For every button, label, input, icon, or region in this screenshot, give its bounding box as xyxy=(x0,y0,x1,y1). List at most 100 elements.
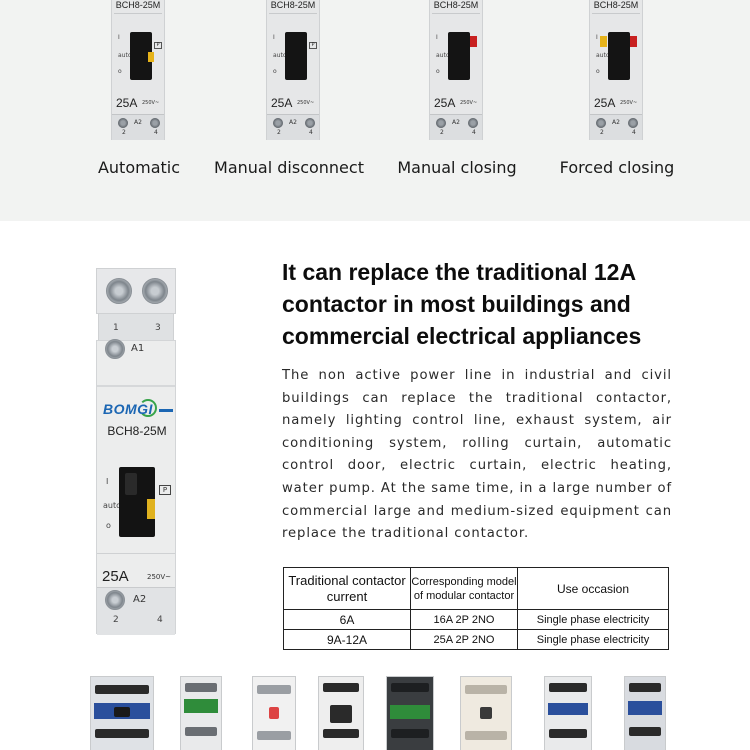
terminal-a2: A2 xyxy=(612,119,620,126)
terminal-2: 2 xyxy=(277,129,281,136)
mark-i: I xyxy=(596,34,598,41)
selector-knob-red xyxy=(470,36,477,47)
table-header-cell: Corresponding model of modular contactor xyxy=(410,567,518,610)
brand-name: BOMGI xyxy=(103,401,153,417)
device-voltage: 250V~ xyxy=(297,100,315,106)
mode-device-automatic: BCH8-25M I auto o P 25A 250V~ A2 2 4 xyxy=(111,0,165,140)
terminal-2-label: 2 xyxy=(113,615,119,625)
mark-o: o xyxy=(596,68,600,75)
replacement-table: Traditional contactor current Correspond… xyxy=(283,567,669,650)
contactor-thumbnail xyxy=(460,676,512,750)
mark-i: I xyxy=(118,34,120,41)
terminal-4: 4 xyxy=(632,129,636,136)
screw-icon xyxy=(150,118,160,128)
section-headline: It can replace the traditional 12A conta… xyxy=(282,259,642,349)
terminal-2: 2 xyxy=(600,129,604,136)
product-neck xyxy=(98,314,174,340)
mark-i: I xyxy=(273,34,275,41)
mode-caption-automatic: Automatic xyxy=(97,158,181,177)
terminal-4: 4 xyxy=(154,129,158,136)
selector-handle xyxy=(608,32,630,80)
contactor-thumbnail xyxy=(90,676,154,750)
device-voltage: 250V~ xyxy=(460,100,478,106)
mode-caption-manual-disconnect: Manual disconnect xyxy=(214,158,364,177)
screw-icon xyxy=(142,278,168,304)
table-cell: 9A-12A xyxy=(283,629,411,650)
screw-icon xyxy=(436,118,446,128)
mode-caption-manual-closing: Manual closing xyxy=(397,158,517,177)
mark-o: o xyxy=(106,521,111,530)
device-model-label: BCH8-25M xyxy=(593,0,639,10)
screw-icon xyxy=(468,118,478,128)
product-body: 1 3 A1 BOMGI BCH8-25M I auto o P 25A 250… xyxy=(96,323,176,635)
table-row: 9A-12A 25A 2P 2NO Single phase electrici… xyxy=(283,629,669,650)
product-model: BCH8-25M xyxy=(107,424,167,438)
screw-icon xyxy=(305,118,315,128)
terminal-4: 4 xyxy=(472,129,476,136)
mark-auto: auto xyxy=(118,52,132,59)
terminal-a2: A2 xyxy=(134,119,142,126)
terminal-a2: A2 xyxy=(452,119,460,126)
screw-icon xyxy=(105,590,125,610)
device-model-label: BCH8-25M xyxy=(115,0,161,10)
mode-strip: BCH8-25M I auto o P 25A 250V~ A2 2 4 Aut… xyxy=(0,0,750,221)
section-body: The non active power line in industrial … xyxy=(282,368,672,542)
table-cell: 16A 2P 2NO xyxy=(410,609,518,630)
terminal-a2: A2 xyxy=(289,119,297,126)
device-voltage: 250V~ xyxy=(142,100,160,106)
device-rating: 25A xyxy=(116,96,138,110)
brand-logo: BOMGI xyxy=(103,399,173,419)
logo-ring-icon xyxy=(139,399,157,417)
p-indicator: P xyxy=(154,42,162,49)
terminal-3-label: 3 xyxy=(155,323,161,333)
product-rating: 25A xyxy=(102,568,129,585)
logo-bar xyxy=(159,409,173,412)
mark-i: I xyxy=(106,477,109,486)
terminal-2: 2 xyxy=(122,129,126,136)
mark-auto: auto xyxy=(103,501,122,510)
contactor-thumbnail xyxy=(544,676,592,750)
p-indicator: P xyxy=(309,42,317,49)
contactor-thumbnail xyxy=(252,676,296,750)
product-image: 1 3 A1 BOMGI BCH8-25M I auto o P 25A 250… xyxy=(96,268,176,635)
selector-handle xyxy=(448,32,470,80)
device-model-label: BCH8-25M xyxy=(433,0,479,10)
mark-o: o xyxy=(118,68,122,75)
selector-knob xyxy=(148,52,154,62)
contactor-thumbnail xyxy=(180,676,222,750)
device-voltage: 250V~ xyxy=(620,100,638,106)
table-cell: Single phase electricity xyxy=(517,609,669,630)
mode-device-forced-closing: BCH8-25M I auto o 25A 250V~ A2 2 4 xyxy=(589,0,643,140)
mark-o: o xyxy=(273,68,277,75)
table-header-row: Traditional contactor current Correspond… xyxy=(283,567,669,610)
selector-handle xyxy=(285,32,307,80)
table-header-cell: Use occasion xyxy=(517,567,669,610)
terminal-1-label: 1 xyxy=(113,323,119,333)
product-voltage: 250V~ xyxy=(147,573,172,581)
screw-icon xyxy=(273,118,283,128)
mark-i: I xyxy=(436,34,438,41)
screw-icon xyxy=(105,339,125,359)
contactor-thumbnail xyxy=(318,676,364,750)
contactor-thumbnail xyxy=(624,676,666,750)
table-cell: 25A 2P 2NO xyxy=(410,629,518,650)
mode-device-manual-disconnect: BCH8-25M I auto o P 25A 250V~ A2 2 4 xyxy=(266,0,320,140)
terminal-4-label: 4 xyxy=(157,615,163,625)
contactor-thumbnail xyxy=(386,676,434,750)
selector-knob-red xyxy=(630,36,637,47)
bottom-terminal-block: A2 2 4 xyxy=(97,587,175,635)
terminal-2: 2 xyxy=(440,129,444,136)
device-model-label: BCH8-25M xyxy=(270,0,316,10)
screw-icon xyxy=(628,118,638,128)
device-rating: 25A xyxy=(271,96,293,110)
terminal-a1-label: A1 xyxy=(131,343,145,354)
mode-caption-forced-closing: Forced closing xyxy=(559,158,675,177)
mark-auto: auto xyxy=(596,52,610,59)
device-rating: 25A xyxy=(594,96,616,110)
mark-o: o xyxy=(436,68,440,75)
mark-auto: auto xyxy=(273,52,287,59)
mode-device-manual-closing: BCH8-25M I auto o 25A 250V~ A2 2 4 xyxy=(429,0,483,140)
terminal-4: 4 xyxy=(309,129,313,136)
device-rating: 25A xyxy=(434,96,456,110)
table-cell: Single phase electricity xyxy=(517,629,669,650)
